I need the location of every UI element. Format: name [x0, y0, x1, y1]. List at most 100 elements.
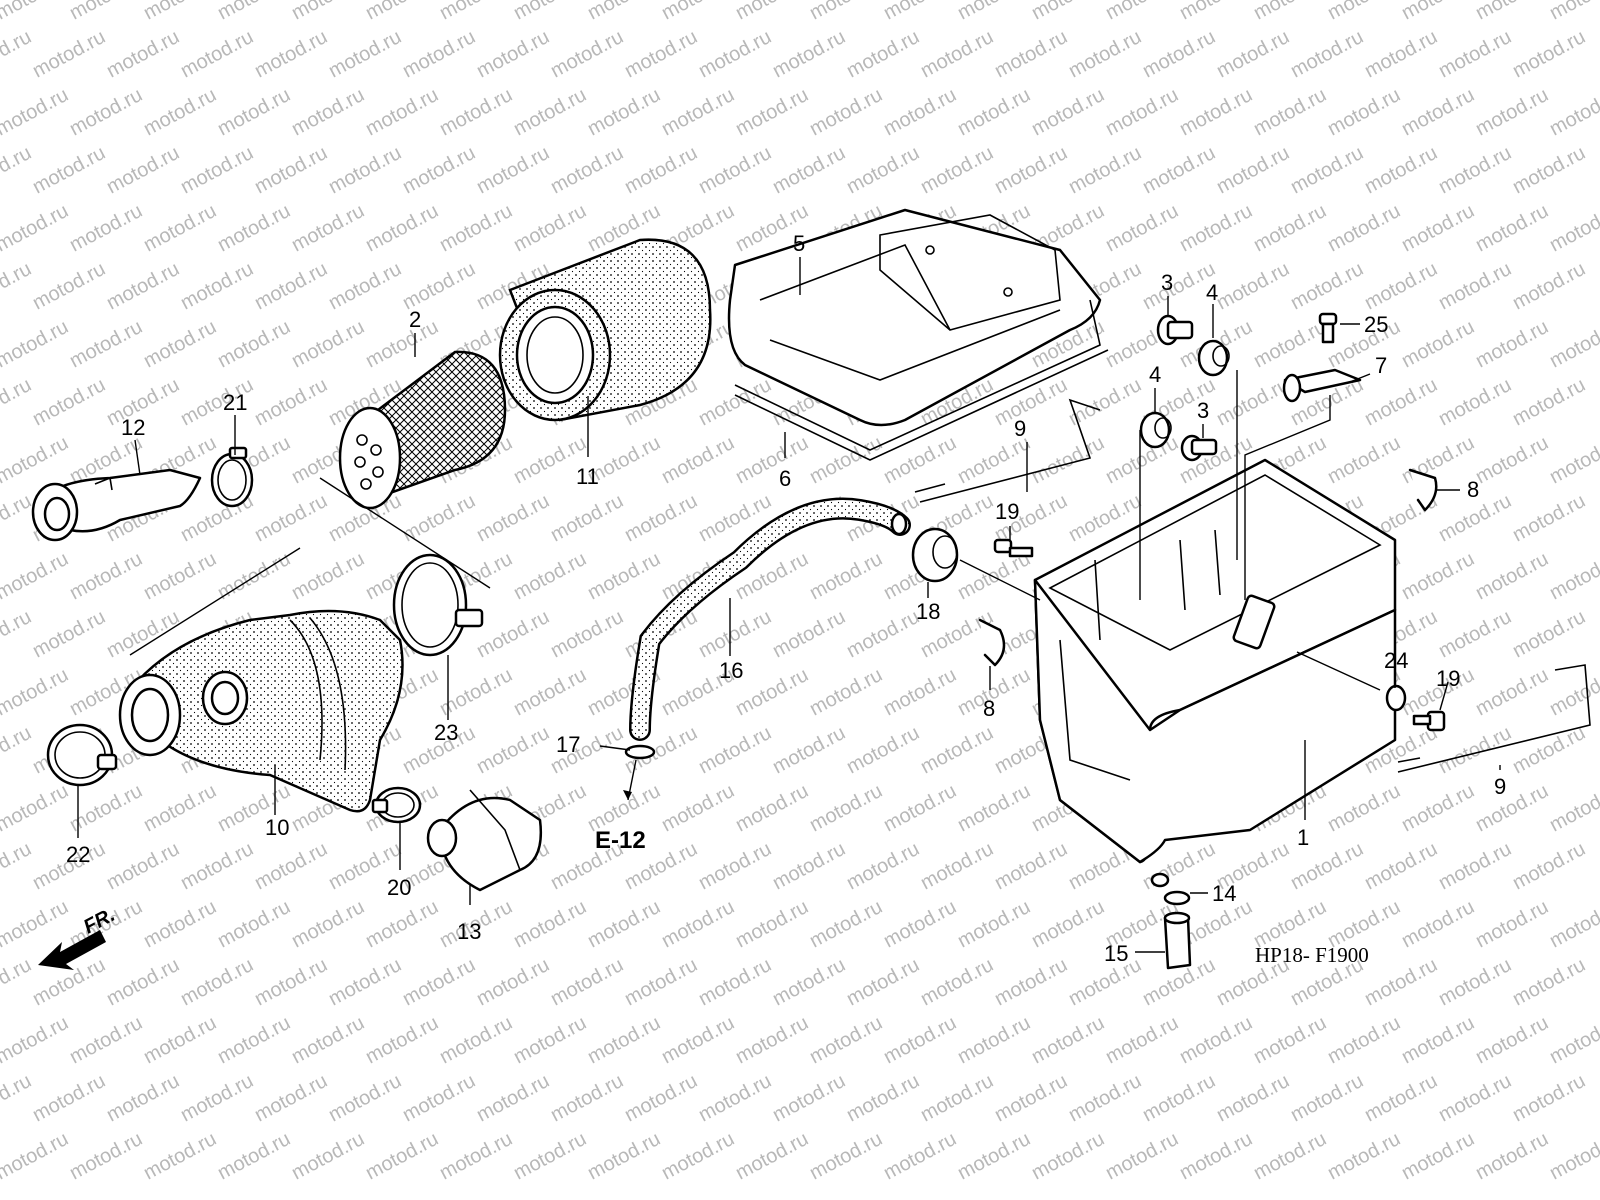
part-24-washer [1385, 684, 1407, 712]
watermark-text: motod.ru [732, 0, 812, 24]
part-21-clamp [210, 446, 254, 508]
watermark-text: motod.ru [362, 1012, 442, 1068]
callout-21: 21 [223, 390, 247, 415]
watermark-text: motod.ru [1472, 84, 1552, 140]
callout-10: 10 [265, 815, 289, 840]
watermark-text: motod.ru [214, 896, 294, 952]
watermark-text: motod.ru [436, 0, 516, 24]
watermark-text: motod.ru [1435, 26, 1515, 82]
watermark-text: motod.ru [0, 258, 35, 314]
watermark-text: motod.ru [880, 84, 960, 140]
watermark-text: motod.ru [695, 374, 775, 430]
watermark-text: motod.ru [547, 490, 627, 546]
watermark-text: motod.ru [1287, 142, 1367, 198]
watermark-text: motod.ru [1546, 548, 1600, 604]
watermark-text: motod.ru [1509, 374, 1589, 430]
watermark-text: motod.ru [1435, 1070, 1515, 1126]
watermark-text: motod.ru [1546, 780, 1600, 836]
watermark-text: motod.ru [1324, 780, 1404, 836]
watermark-text: motod.ru [1213, 26, 1293, 82]
watermark-text: motod.ru [584, 548, 664, 604]
watermark-text: motod.ru [658, 1128, 738, 1184]
watermark-text: motod.ru [991, 142, 1071, 198]
watermark-text: motod.ru [473, 722, 553, 778]
callout-3-upper: 3 [1161, 270, 1173, 295]
watermark-text: motod.ru [1398, 1012, 1478, 1068]
callout-22: 22 [66, 842, 90, 867]
watermark-text: motod.ru [917, 142, 997, 198]
watermark-text: motod.ru [1398, 780, 1478, 836]
callout-9-upper: 9 [1014, 416, 1026, 441]
watermark-text: motod.ru [917, 1070, 997, 1126]
watermark-text: motod.ru [399, 26, 479, 82]
watermark-text: motod.ru [1102, 1012, 1182, 1068]
watermark-text: motod.ru [1250, 200, 1330, 256]
watermark-text: motod.ru [140, 1012, 220, 1068]
watermark-text: motod.ru [880, 780, 960, 836]
callout-3-lower: 3 [1197, 398, 1209, 423]
watermark-text: motod.ru [66, 200, 146, 256]
callout-13: 13 [457, 919, 481, 944]
watermark-text: motod.ru [1250, 1128, 1330, 1184]
watermark-text: motod.ru [473, 26, 553, 82]
watermark-text: motod.ru [288, 548, 368, 604]
watermark-text: motod.ru [473, 490, 553, 546]
part-4-grommet-upper [1197, 339, 1230, 377]
watermark-text: motod.ru [806, 1128, 886, 1184]
watermark-text: motod.ru [362, 896, 442, 952]
part-17-clip [623, 744, 656, 801]
watermark-text: motod.ru [29, 26, 109, 82]
watermark-text: motod.ru [399, 1070, 479, 1126]
watermark-text: motod.ru [399, 258, 479, 314]
part-9-clip-lower [1397, 664, 1591, 773]
watermark-text: motod.ru [1102, 84, 1182, 140]
watermark-text: motod.ru [29, 374, 109, 430]
watermark-text: motod.ru [1398, 548, 1478, 604]
watermark-text: motod.ru [251, 258, 331, 314]
watermark-text: motod.ru [695, 722, 775, 778]
watermark-text: motod.ru [251, 838, 331, 894]
watermark-text: motod.ru [214, 84, 294, 140]
watermark-text: motod.ru [695, 26, 775, 82]
watermark-text: motod.ru [103, 142, 183, 198]
watermark-text: motod.ru [140, 316, 220, 372]
watermark-text: motod.ru [140, 0, 220, 24]
part-18-grommet [911, 527, 959, 583]
watermark-text: motod.ru [473, 1070, 553, 1126]
watermark-text: motod.ru [177, 142, 257, 198]
part-5-housing-cover [727, 208, 1102, 427]
watermark-text: motod.ru [1361, 258, 1441, 314]
watermark-text: motod.ru [1472, 316, 1552, 372]
watermark-text: motod.ru [1287, 1070, 1367, 1126]
watermark-text: motod.ru [66, 84, 146, 140]
callout-2: 2 [409, 307, 421, 332]
watermark-text: motod.ru [288, 1012, 368, 1068]
part-19-bolt-upper [993, 538, 1034, 558]
part-19-bolt-lower [1412, 710, 1446, 732]
watermark-text: motod.ru [991, 26, 1071, 82]
watermark-text: motod.ru [1139, 142, 1219, 198]
watermark-text: motod.ru [695, 954, 775, 1010]
watermark-text: motod.ru [584, 84, 664, 140]
watermark-text: motod.ru [0, 374, 35, 430]
watermark-text: motod.ru [806, 432, 886, 488]
cross-reference-label: E-12 [595, 827, 646, 854]
callout-1: 1 [1297, 825, 1309, 850]
part-3-bolt-upper [1156, 314, 1194, 346]
watermark-text: motod.ru [251, 374, 331, 430]
watermark-text: motod.ru [547, 26, 627, 82]
watermark-text: motod.ru [510, 0, 590, 24]
watermark-text: motod.ru [177, 26, 257, 82]
watermark-text: motod.ru [954, 1012, 1034, 1068]
watermark-text: motod.ru [1509, 26, 1589, 82]
watermark-text: motod.ru [214, 316, 294, 372]
part-9-clip-upper [914, 398, 1101, 503]
watermark-text: motod.ru [621, 490, 701, 546]
watermark-text: motod.ru [177, 838, 257, 894]
watermark-text: motod.ru [621, 1070, 701, 1126]
watermark-text: motod.ru [1250, 316, 1330, 372]
watermark-text: motod.ru [917, 26, 997, 82]
watermark-text: motod.ru [1250, 0, 1330, 24]
part-4-grommet-lower [1139, 411, 1172, 449]
watermark-text: motod.ru [1435, 954, 1515, 1010]
